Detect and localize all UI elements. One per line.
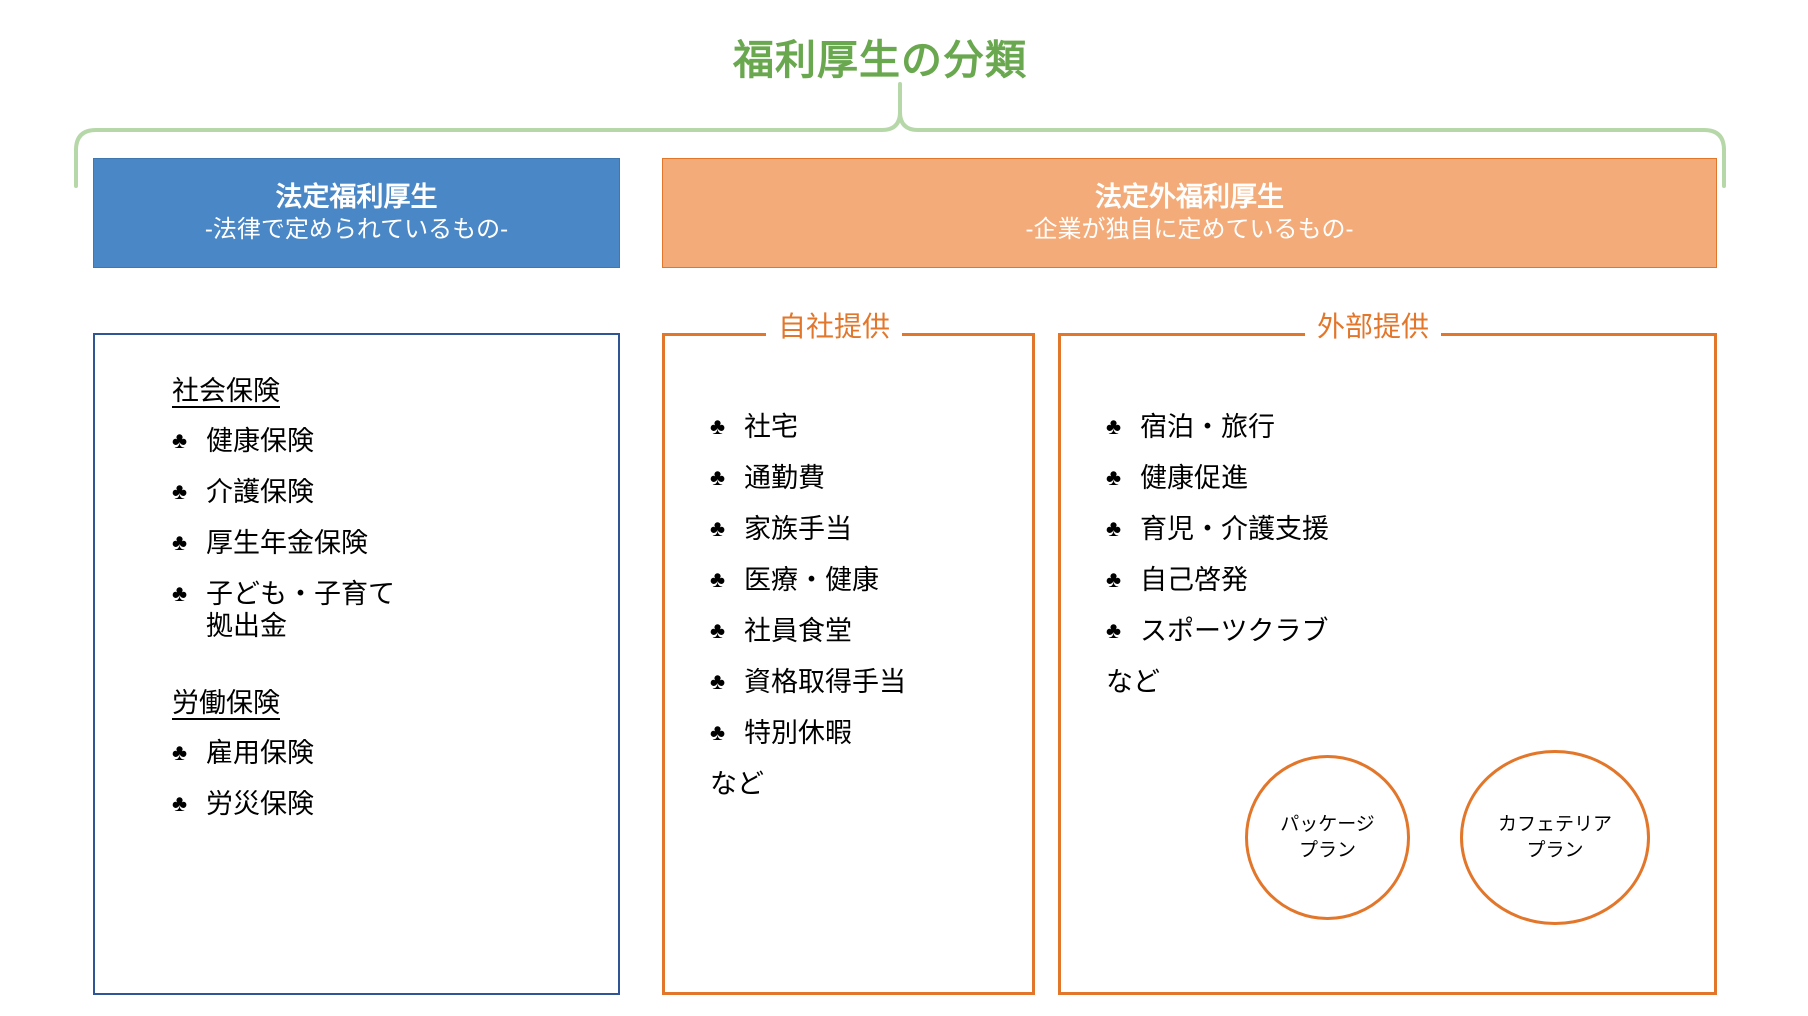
list-item-label: 資格取得手当	[744, 666, 906, 697]
list-item: ♣ 特別休暇	[710, 717, 1029, 750]
section-gap	[172, 661, 604, 689]
list-item-label: 健康保険	[206, 425, 314, 456]
in-house-benefits-box: 自社提供 ♣ 社宅 ♣ 通勤費 ♣ 家族手当	[662, 313, 1035, 995]
list-item-label: 厚生年金保険	[206, 527, 368, 558]
list-item: ♣ 自己啓発	[1106, 564, 1711, 597]
clover-bullet-icon: ♣	[710, 413, 726, 439]
list-item: ♣ 介護保険	[172, 476, 604, 509]
external-box-legend: 外部提供	[1305, 313, 1442, 341]
clover-bullet-icon: ♣	[710, 565, 726, 592]
list-item-label: 社宅	[744, 412, 798, 442]
list-item-label: 社員食堂	[744, 615, 852, 646]
list-item-label: 通勤費	[744, 462, 825, 493]
clover-bullet-icon: ♣	[710, 514, 726, 541]
clover-bullet-icon: ♣	[172, 528, 188, 555]
list-item-label: 労災保険	[206, 789, 314, 819]
in-house-box-body: ♣ 社宅 ♣ 通勤費 ♣ 家族手当 ♣ 医療・健康	[662, 373, 1035, 995]
green-brace	[74, 82, 1726, 188]
list-item-label: 雇用保険	[206, 738, 314, 769]
list-item-label: 健康促進	[1140, 462, 1248, 493]
cafeteria-plan-circle: カフェテリア プラン	[1460, 750, 1650, 925]
external-benefits-list: ♣ 宿泊・旅行 ♣ 健康促進 ♣ 育児・介護支援 ♣ 自己啓発	[1106, 411, 1711, 648]
clover-bullet-icon: ♣	[172, 477, 188, 504]
clover-bullet-icon: ♣	[710, 667, 726, 694]
list-item: ♣ 社員食堂	[710, 615, 1029, 648]
in-house-etc-label: など	[710, 768, 764, 799]
in-house-benefits-content: ♣ 社宅 ♣ 通勤費 ♣ 家族手当 ♣ 医療・健康	[710, 411, 1029, 819]
list-item: ♣ 子ども・子育て 拠出金	[172, 578, 604, 644]
legal-benefits-box: 社会保険 ♣ 健康保険 ♣ 介護保険 ♣ 厚生年金保険 ♣ 子ども・子育て 拠出…	[93, 333, 620, 995]
clover-bullet-icon: ♣	[172, 739, 188, 766]
legal-benefits-title: 法定福利厚生	[275, 181, 438, 212]
in-house-benefits-list: ♣ 社宅 ♣ 通勤費 ♣ 家族手当 ♣ 医療・健康	[710, 411, 1029, 750]
section-heading-labor-insurance: 労働保険	[172, 688, 280, 719]
list-item: ♣ 厚生年金保険	[172, 527, 604, 560]
section-heading-social-insurance: 社会保険	[172, 376, 280, 406]
non-legal-benefits-title: 法定外福利厚生	[1095, 181, 1284, 212]
clover-bullet-icon: ♣	[172, 426, 188, 453]
list-item-label: 医療・健康	[744, 564, 879, 595]
list-item: ♣ 通勤費	[710, 462, 1029, 495]
list-item-label: 宿泊・旅行	[1140, 412, 1275, 442]
clover-bullet-icon: ♣	[1106, 514, 1122, 541]
legal-benefits-banner: 法定福利厚生 -法律で定められているもの-	[93, 158, 620, 268]
list-item-label: 子ども・子育て 拠出金	[206, 578, 395, 642]
non-legal-benefits-subtitle: -企業が独自に定めているもの-	[1025, 215, 1354, 243]
clover-bullet-icon: ♣	[710, 718, 726, 745]
page-title: 福利厚生の分類	[733, 37, 1027, 83]
legal-benefits-content: 社会保険 ♣ 健康保険 ♣ 介護保険 ♣ 厚生年金保険 ♣ 子ども・子育て 拠出…	[172, 376, 604, 839]
clover-bullet-icon: ♣	[172, 790, 188, 816]
clover-bullet-icon: ♣	[1106, 565, 1122, 592]
external-benefits-box: 外部提供 ♣ 宿泊・旅行 ♣ 健康促進 ♣ 育児・介護支援	[1058, 313, 1717, 995]
package-plan-circle: パッケージ プラン	[1245, 755, 1410, 920]
non-legal-benefits-banner: 法定外福利厚生 -企業が独自に定めているもの-	[662, 158, 1717, 268]
list-item: ♣ 健康保険	[172, 425, 604, 458]
legal-benefits-subtitle: -法律で定められているもの-	[204, 215, 509, 243]
list-item-label: 自己啓発	[1140, 564, 1248, 595]
list-item: ♣ 健康促進	[1106, 462, 1711, 495]
list-item: ♣ 資格取得手当	[710, 666, 1029, 699]
social-insurance-list: ♣ 健康保険 ♣ 介護保険 ♣ 厚生年金保険 ♣ 子ども・子育て 拠出金	[172, 425, 604, 644]
labor-insurance-list: ♣ 雇用保険 ♣ 労災保険	[172, 737, 604, 821]
list-item: ♣ 医療・健康	[710, 564, 1029, 597]
external-etc-label: など	[1106, 666, 1160, 697]
external-benefits-content: ♣ 宿泊・旅行 ♣ 健康促進 ♣ 育児・介護支援 ♣ 自己啓発	[1106, 411, 1711, 717]
external-box-body: ♣ 宿泊・旅行 ♣ 健康促進 ♣ 育児・介護支援 ♣ 自己啓発	[1058, 373, 1717, 995]
list-item: ♣ 宿泊・旅行	[1106, 411, 1711, 444]
list-item: ♣ 家族手当	[710, 513, 1029, 546]
list-item: ♣ 育児・介護支援	[1106, 513, 1711, 546]
list-item: ♣ 社宅	[710, 411, 1029, 444]
list-item-label: 介護保険	[206, 476, 314, 507]
list-item: ♣ 労災保険	[172, 788, 604, 821]
list-item-label: 育児・介護支援	[1140, 513, 1329, 544]
clover-bullet-icon: ♣	[172, 579, 188, 606]
in-house-box-legend: 自社提供	[766, 313, 903, 341]
clover-bullet-icon: ♣	[710, 463, 726, 490]
list-item: ♣ スポーツクラブ	[1106, 615, 1711, 648]
list-item-label: スポーツクラブ	[1140, 615, 1329, 646]
list-item-label: 特別休暇	[744, 717, 852, 748]
list-item-label: 家族手当	[744, 513, 852, 544]
clover-bullet-icon: ♣	[1106, 463, 1122, 490]
list-item: ♣ 雇用保険	[172, 737, 604, 770]
clover-bullet-icon: ♣	[1106, 413, 1122, 439]
clover-bullet-icon: ♣	[1106, 616, 1122, 643]
clover-bullet-icon: ♣	[710, 616, 726, 643]
